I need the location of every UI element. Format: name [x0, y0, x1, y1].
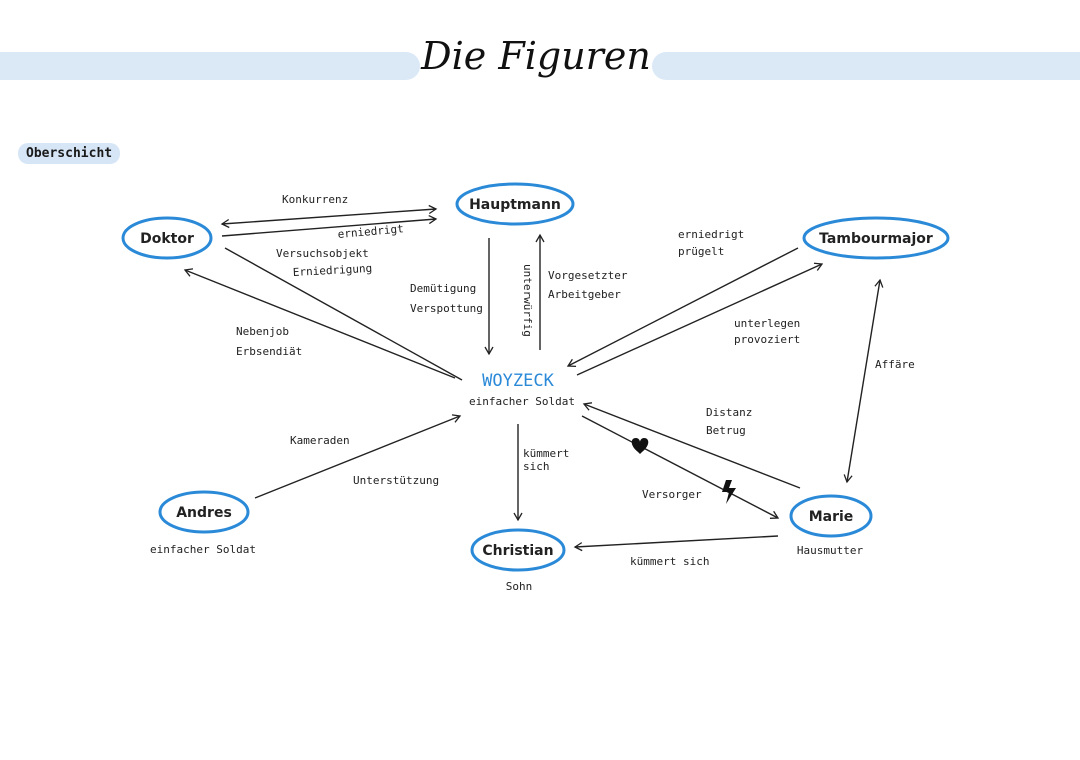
- node-woyzeck-role: einfacher Soldat: [469, 395, 575, 408]
- node-andres-label: Andres: [176, 505, 232, 521]
- label-unterstuetzung: Unterstützung: [353, 474, 439, 487]
- label-nebenjob: Nebenjob: [236, 325, 289, 338]
- heart-icon: [631, 438, 649, 454]
- label-erniedrigung: Erniedrigung: [292, 262, 372, 279]
- label-distanz: Distanz: [706, 406, 752, 419]
- edge-marie-woyzeck: [582, 402, 801, 489]
- node-christian: [470, 528, 566, 572]
- label-kameraden: Kameraden: [290, 434, 350, 447]
- label-kuemmert-1: kümmert: [523, 447, 569, 460]
- label-versorger: Versorger: [642, 488, 702, 501]
- edge-doktor-hauptmann-konkurrenz: [220, 204, 438, 229]
- node-marie-label: Marie: [809, 509, 854, 525]
- label-erniedrigt-2: erniedrigt: [678, 228, 744, 241]
- edge-woyzeck-marie: [581, 415, 780, 519]
- node-woyzeck-label: WOYZECK: [482, 371, 554, 391]
- label-erbsendiaet: Erbsendiät: [236, 345, 302, 358]
- title-banner-left: [0, 52, 420, 80]
- label-kuemmert-sich: kümmert sich: [630, 555, 709, 568]
- node-tambourmajor: [802, 216, 950, 260]
- node-marie: [789, 494, 873, 538]
- node-doktor-label: Doktor: [140, 231, 194, 247]
- node-andres: [158, 490, 250, 534]
- label-pruegelt: prügelt: [678, 245, 724, 258]
- title-banner-right: [652, 52, 1080, 80]
- edge-tambourmajor-marie: [843, 278, 884, 484]
- edge-doktor-hauptmann-erniedrigt: [221, 214, 438, 237]
- node-christian-label: Christian: [482, 543, 553, 559]
- label-versuchsobjekt: Versuchsobjekt: [276, 247, 369, 260]
- label-betrug: Betrug: [706, 424, 746, 437]
- node-marie-role: Hausmutter: [797, 544, 864, 557]
- label-unterlegen: unterlegen: [734, 317, 800, 330]
- node-christian-role: Sohn: [506, 580, 533, 593]
- section-tag-oberschicht: Oberschicht: [18, 143, 121, 164]
- label-demuetigung: Demütigung: [410, 282, 476, 295]
- label-affaere: Affäre: [875, 358, 915, 371]
- node-andres-role: einfacher Soldat: [150, 543, 256, 556]
- label-konkurrenz: Konkurrenz: [282, 193, 348, 206]
- label-arbeitgeber: Arbeitgeber: [548, 288, 621, 301]
- edge-tambourmajor-woyzeck: [566, 247, 799, 368]
- node-doktor: [121, 216, 213, 260]
- label-erniedrigt-1: erniedrigt: [337, 222, 404, 241]
- edge-woyzeck-tambourmajor: [576, 262, 824, 376]
- edge-andres-woyzeck: [254, 414, 462, 499]
- node-hauptmann-label: Hauptmann: [469, 197, 561, 213]
- lightning-icon: [722, 480, 736, 504]
- label-verspottung: Verspottung: [410, 302, 483, 315]
- label-unterwuerfig: unterwürfig: [521, 264, 534, 337]
- edge-doktor-woyzeck: [224, 247, 463, 381]
- label-vorgesetzter: Vorgesetzter: [548, 269, 628, 282]
- node-hauptmann: [455, 182, 575, 226]
- edge-marie-christian: [573, 535, 779, 552]
- edge-woyzeck-doktor: [183, 268, 456, 379]
- page-title: Die Figuren: [421, 34, 651, 78]
- node-tambourmajor-label: Tambourmajor: [819, 231, 933, 247]
- label-provoziert: provoziert: [734, 333, 800, 346]
- label-sich-1: sich: [523, 460, 550, 473]
